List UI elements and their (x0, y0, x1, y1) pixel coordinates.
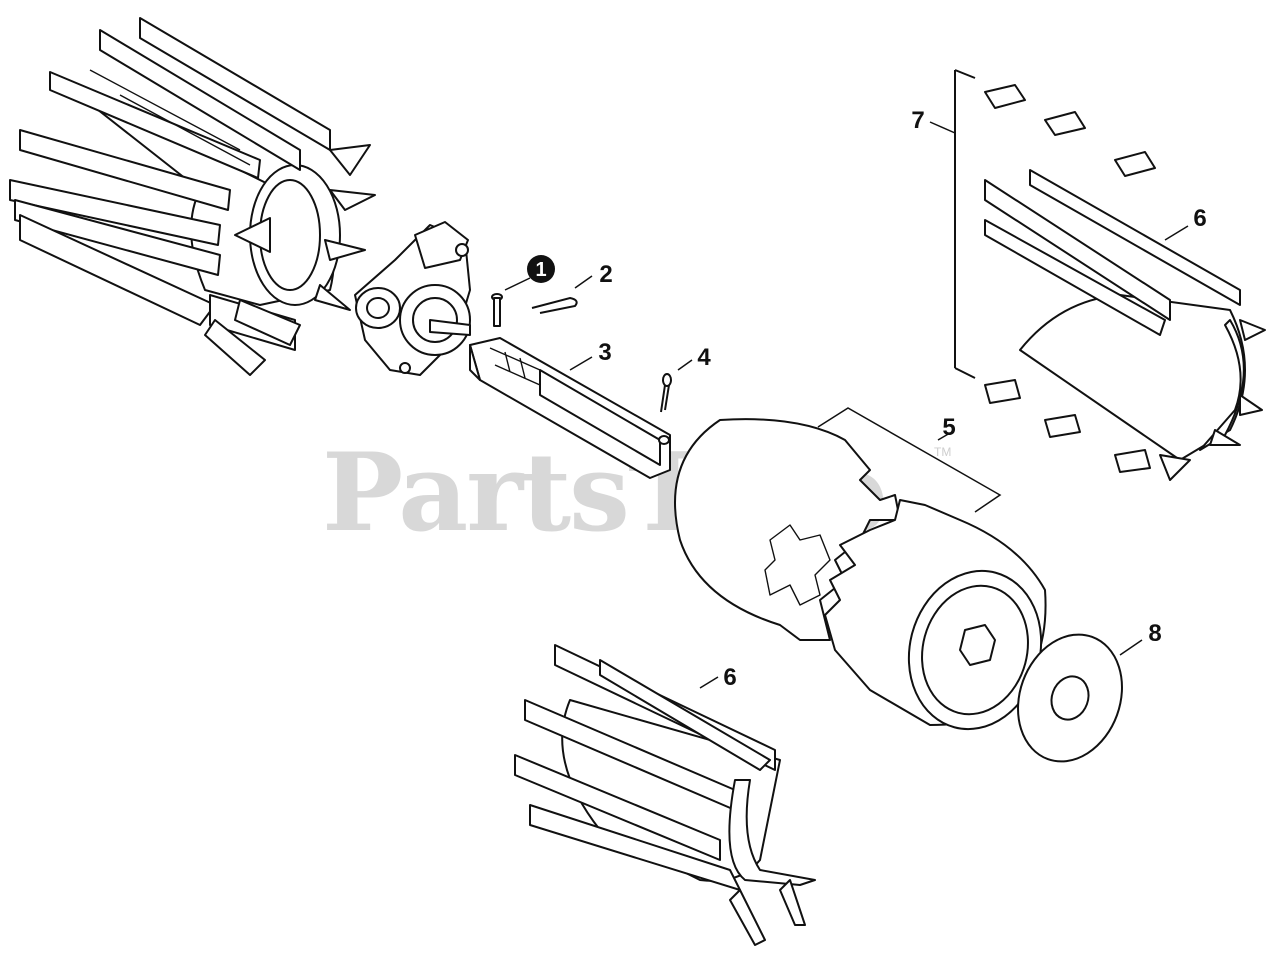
callout-6-lower-label[interactable]: 6 (723, 664, 736, 691)
callout-leaders (504, 121, 1189, 689)
callout-3-label[interactable]: 3 (598, 339, 611, 366)
callout-7-label[interactable]: 7 (911, 107, 924, 134)
hairpin-clip-icon[interactable] (531, 296, 578, 314)
rivet-icon (984, 84, 1156, 473)
callout-1[interactable]: 1 (527, 255, 555, 283)
washer-icon[interactable] (1001, 620, 1139, 776)
callout-4-label[interactable]: 4 (697, 344, 711, 371)
callout-1-label: 1 (535, 259, 546, 281)
paddle-rotor-icon[interactable] (9, 17, 376, 376)
cotter-pin-icon[interactable] (660, 373, 672, 413)
pin-icon[interactable] (491, 293, 503, 327)
callout-2-label[interactable]: 2 (599, 261, 612, 288)
watermark-tm: TM (934, 445, 951, 459)
callout-5-label[interactable]: 5 (942, 414, 955, 441)
callout-6-upper-label[interactable]: 6 (1193, 205, 1206, 232)
callout-1-marker (527, 255, 555, 283)
callout-8-label[interactable]: 8 (1148, 620, 1161, 647)
roller-drum-icon[interactable] (674, 418, 1058, 744)
paddle-kit-icon[interactable] (954, 69, 1266, 481)
drive-shaft-icon[interactable] (469, 337, 671, 479)
gearbox-icon[interactable] (354, 221, 471, 376)
paddle-half-icon[interactable] (514, 644, 816, 946)
